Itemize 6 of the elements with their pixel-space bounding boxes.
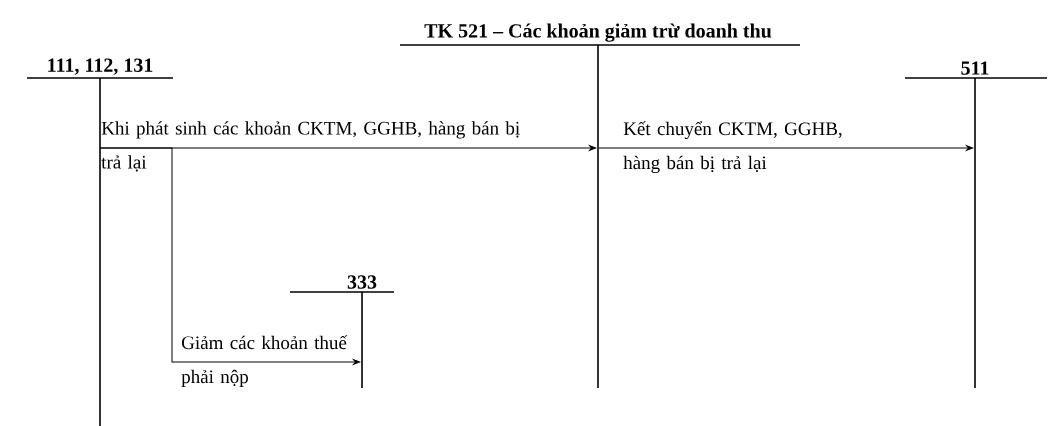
edge-label: Khi phát sinh các khoản CKTM, GGHB, hàng bán bị trả lại — [101, 121, 520, 172]
arrow — [99, 147, 361, 365]
arrow — [598, 145, 974, 151]
edge-label: Giảm các khoản thuế phải nộp — [181, 335, 348, 387]
t-account: 511 — [904, 61, 1048, 389]
edge-label: Kết chuyển CKTM, GGHB, hàng bán bị trả lại — [623, 121, 842, 174]
